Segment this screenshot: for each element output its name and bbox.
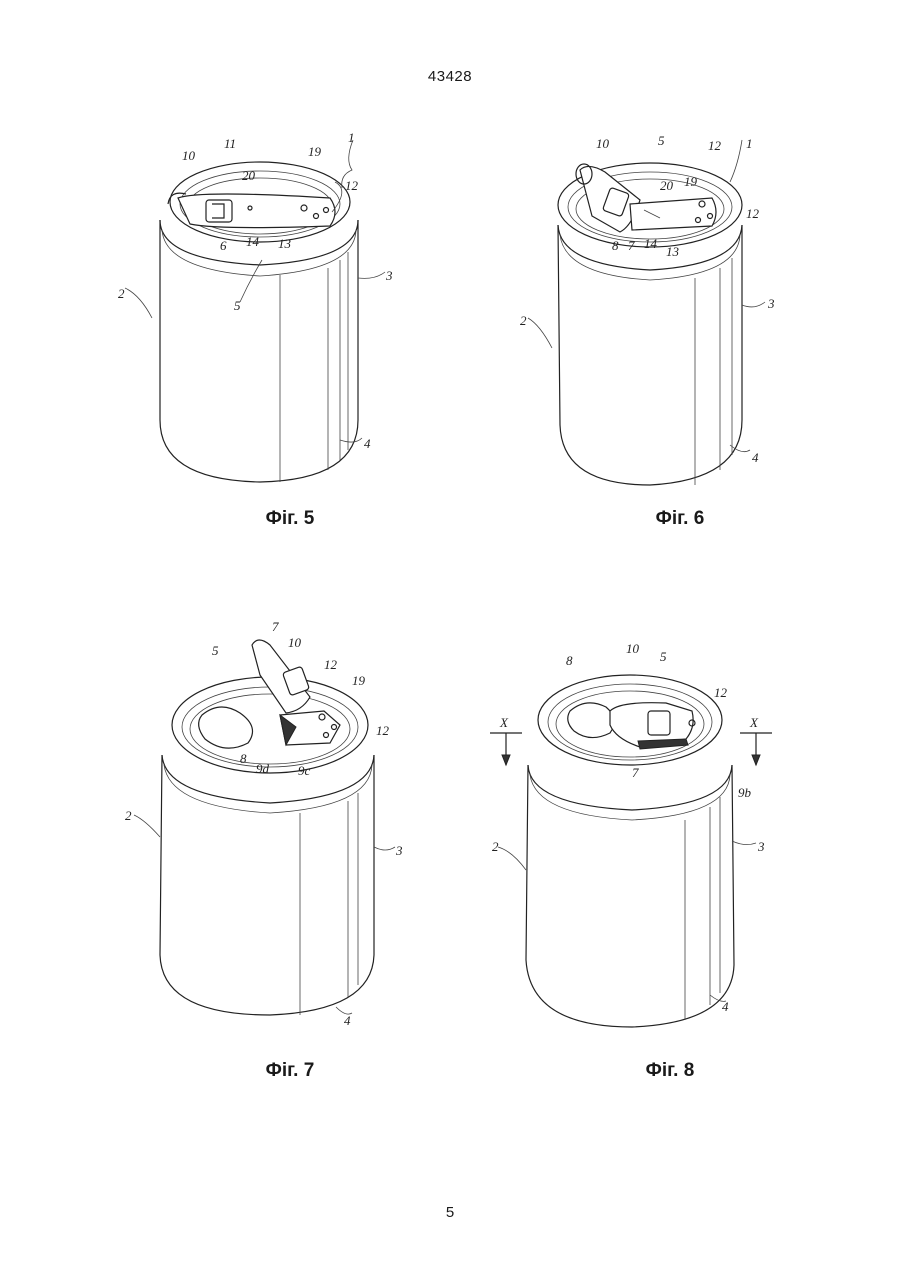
figure-caption: Фіг. 7 bbox=[90, 1060, 490, 1082]
label-2: 2 bbox=[125, 808, 132, 823]
label-10: 10 bbox=[596, 136, 610, 151]
label-19: 19 bbox=[352, 673, 366, 688]
label-12: 12 bbox=[714, 685, 728, 700]
figure-8-drawing: X X 2 3 4 5 7 8 9b 10 12 bbox=[470, 615, 870, 1015]
label-3: 3 bbox=[385, 268, 393, 283]
label-10: 10 bbox=[182, 148, 196, 163]
label-2: 2 bbox=[520, 313, 527, 328]
label-7: 7 bbox=[632, 765, 639, 780]
label-19: 19 bbox=[684, 174, 698, 189]
label-3: 3 bbox=[767, 296, 775, 311]
label-6: 6 bbox=[220, 238, 227, 253]
label-5: 5 bbox=[212, 643, 219, 658]
label-20: 20 bbox=[242, 168, 256, 183]
label-2: 2 bbox=[118, 286, 125, 301]
label-1: 1 bbox=[746, 136, 753, 151]
label-2: 2 bbox=[492, 839, 499, 854]
document-number: 43428 bbox=[0, 68, 900, 85]
label-8: 8 bbox=[612, 238, 619, 253]
section-mark-right: X bbox=[749, 715, 759, 730]
figure-caption: Фіг. 8 bbox=[470, 1060, 870, 1082]
label-11: 11 bbox=[224, 136, 236, 151]
label-4: 4 bbox=[752, 450, 759, 465]
label-5: 5 bbox=[234, 298, 241, 313]
label-5: 5 bbox=[658, 133, 665, 148]
figure-6: 1 2 3 4 5 7 8 10 12 12 13 14 19 20 Фіг. … bbox=[480, 120, 880, 560]
label-9d: 9d bbox=[256, 761, 270, 776]
label-8: 8 bbox=[240, 751, 247, 766]
label-7: 7 bbox=[628, 238, 635, 253]
label-14: 14 bbox=[246, 234, 260, 249]
label-12: 12 bbox=[746, 206, 760, 221]
label-4: 4 bbox=[344, 1013, 351, 1028]
label-1: 1 bbox=[348, 130, 355, 145]
label-10: 10 bbox=[626, 641, 640, 656]
label-9b: 9b bbox=[738, 785, 752, 800]
page-number: 5 bbox=[0, 1204, 900, 1221]
section-mark-left: X bbox=[499, 715, 509, 730]
label-3: 3 bbox=[395, 843, 403, 858]
figure-8: X X 2 3 4 5 7 8 9b 10 12 Фіг. 8 bbox=[470, 615, 870, 1055]
figure-7-drawing: 2 3 4 5 7 8 9c 9d 10 12 12 19 bbox=[90, 615, 490, 1015]
label-10: 10 bbox=[288, 635, 302, 650]
label-13: 13 bbox=[666, 244, 680, 259]
label-19: 19 bbox=[308, 144, 322, 159]
label-12: 12 bbox=[324, 657, 338, 672]
label-13: 13 bbox=[278, 236, 292, 251]
figure-caption: Фіг. 5 bbox=[90, 508, 490, 530]
label-4: 4 bbox=[364, 436, 371, 451]
label-12: 12 bbox=[376, 723, 390, 738]
label-12: 12 bbox=[345, 178, 359, 193]
figure-5-drawing: 1 2 3 4 5 6 10 11 12 13 14 19 20 bbox=[90, 120, 490, 520]
figure-6-drawing: 1 2 3 4 5 7 8 10 12 12 13 14 19 20 bbox=[480, 120, 880, 520]
label-5: 5 bbox=[660, 649, 667, 664]
label-3: 3 bbox=[757, 839, 765, 854]
label-8: 8 bbox=[566, 653, 573, 668]
label-12: 12 bbox=[708, 138, 722, 153]
label-14: 14 bbox=[644, 236, 658, 251]
label-4: 4 bbox=[722, 999, 729, 1014]
figure-caption: Фіг. 6 bbox=[480, 508, 880, 530]
label-20: 20 bbox=[660, 178, 674, 193]
label-9c: 9c bbox=[298, 763, 311, 778]
figure-7: 2 3 4 5 7 8 9c 9d 10 12 12 19 Фіг. 7 bbox=[90, 615, 490, 1055]
label-7: 7 bbox=[272, 619, 279, 634]
figure-5: 1 2 3 4 5 6 10 11 12 13 14 19 20 Фіг. 5 bbox=[90, 120, 490, 560]
